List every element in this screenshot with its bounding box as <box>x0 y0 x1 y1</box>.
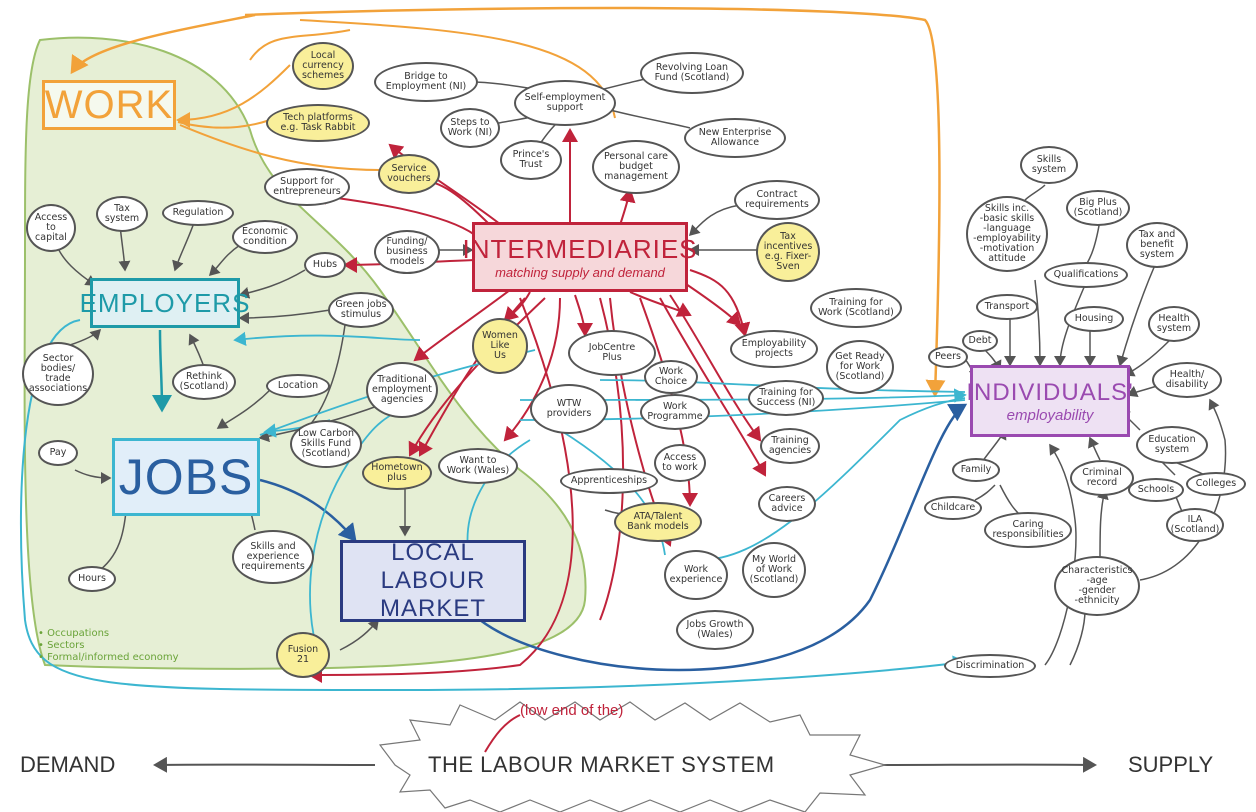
node-education-system: Education system <box>1136 426 1208 464</box>
node-health-system: Health system <box>1148 306 1200 342</box>
legend-occupations: • Occupations <box>38 628 110 639</box>
supply-label: SUPPLY <box>1128 752 1214 777</box>
individuals-box: INDIVIDUALS' employability <box>966 365 1133 437</box>
node-want-to-work: Want to Work (Wales) <box>438 448 518 484</box>
node-pay: Pay <box>38 440 78 466</box>
node-contract-requirements: Contract requirements <box>734 180 820 220</box>
node-personal-care: Personal care budget management <box>592 140 680 194</box>
node-training-agencies: Training agencies <box>760 428 820 464</box>
intermediaries-title: INTERMEDIARIES <box>462 234 698 264</box>
demand-label: DEMAND <box>20 752 116 777</box>
node-family: Family <box>952 458 1000 482</box>
node-traditional-agencies: Traditional employment agencies <box>366 362 438 418</box>
node-jobcentre: JobCentre Plus <box>568 330 656 376</box>
node-hometown-plus: Hometown plus <box>362 456 432 490</box>
node-criminal-record: Criminal record <box>1070 460 1134 496</box>
node-work-experience: Work experience <box>664 550 728 600</box>
node-apprenticeships: Apprenticeships <box>560 468 658 494</box>
node-caring: Caring responsibilities <box>984 512 1072 548</box>
node-low-carbon: Low Carbon Skills Fund (Scotland) <box>290 420 362 468</box>
node-skills-system: Skills system <box>1020 146 1078 184</box>
node-green-jobs: Green jobs stimulus <box>328 292 394 328</box>
node-steps-work: Steps to Work (NI) <box>440 108 500 148</box>
node-big-plus: Big Plus (Scotland) <box>1066 190 1130 226</box>
node-work-choice: Work Choice <box>644 360 698 394</box>
local-labour-market-box: LOCAL LABOUR MARKET <box>340 539 526 622</box>
individuals-subtitle: employability <box>1006 406 1094 424</box>
node-training-work-scotland: Training for Work (Scotland) <box>810 288 902 328</box>
node-bridge-employment: Bridge to Employment (NI) <box>374 62 478 102</box>
node-my-world: My World of Work (Scotland) <box>742 542 806 598</box>
employers-label: EMPLOYERS <box>79 287 251 318</box>
node-wtw-providers: WTW providers <box>530 384 608 434</box>
node-access-capital: Access to capital <box>26 204 76 252</box>
node-tax-incentives: Tax incentives e.g. Fixer- Sven <box>756 222 820 282</box>
node-revolving-loan: Revolving Loan Fund (Scotland) <box>640 52 744 94</box>
node-access-to-work: Access to work <box>654 444 706 482</box>
employers-box: EMPLOYERS <box>80 278 249 328</box>
node-housing: Housing <box>1064 306 1124 332</box>
node-peers: Peers <box>928 346 968 368</box>
node-skills-requirements: Skills and experience requirements <box>232 530 314 584</box>
node-funding-models: Funding/ business models <box>374 230 440 274</box>
node-fusion21: Fusion 21 <box>276 632 330 678</box>
node-service-vouchers: Service vouchers <box>378 154 440 194</box>
node-get-ready: Get Ready for Work (Scotland) <box>826 340 894 394</box>
node-location: Location <box>266 374 330 398</box>
node-hubs: Hubs <box>304 252 346 278</box>
node-tax-system: Tax system <box>96 196 148 232</box>
node-rethink: Rethink (Scotland) <box>172 364 236 400</box>
node-ila: ILA (Scotland) <box>1166 508 1224 542</box>
node-transport: Transport <box>976 294 1038 320</box>
node-schools: Schools <box>1128 478 1184 502</box>
low-end-label: (low end of the) <box>520 702 624 719</box>
node-new-enterprise: New Enterprise Allowance <box>684 118 786 158</box>
node-health-disability: Health/ disability <box>1152 362 1222 398</box>
jobs-label: JOBS <box>118 449 254 505</box>
node-self-employment: Self-employment support <box>514 80 616 126</box>
individuals-title: INDIVIDUALS' <box>966 378 1134 406</box>
local-labour-market-label: LOCAL LABOUR MARKET <box>379 539 486 622</box>
node-careers-advice: Careers advice <box>758 486 816 522</box>
node-economic-condition: Economic condition <box>232 220 298 254</box>
node-regulation: Regulation <box>162 200 234 226</box>
node-princes-trust: Prince's Trust <box>500 140 562 180</box>
system-starburst <box>378 701 888 812</box>
node-skills-inc: Skills inc. -basic skills -language -emp… <box>966 196 1048 272</box>
legend-sectors: • Sectors <box>38 640 85 651</box>
node-ata-talent: ATA/Talent Bank models <box>614 502 702 542</box>
node-work-programme: Work Programme <box>640 394 710 430</box>
node-hours: Hours <box>68 566 116 592</box>
node-discrimination: Discrimination <box>944 654 1036 678</box>
node-local-currency: Local currency schemes <box>292 42 354 90</box>
node-jobs-growth: Jobs Growth (Wales) <box>676 610 754 650</box>
system-label: THE LABOUR MARKET SYSTEM <box>428 752 775 777</box>
intermediaries-box: INTERMEDIARIES matching supply and deman… <box>462 222 697 292</box>
node-women-like-us: Women Like Us <box>472 318 528 374</box>
node-debt: Debt <box>962 330 998 352</box>
jobs-box: JOBS <box>112 438 260 516</box>
node-employability-projects: Employability projects <box>730 330 818 368</box>
node-childcare: Childcare <box>924 496 982 520</box>
work-box: WORK <box>42 80 176 130</box>
node-colleges: Colleges <box>1186 472 1246 496</box>
node-tech-platforms: Tech platforms e.g. Task Rabbit <box>266 104 370 142</box>
work-label: WORK <box>44 82 174 127</box>
node-sector-bodies: Sector bodies/ trade associations <box>22 342 94 406</box>
node-characteristics: Characteristics -age -gender -ethnicity <box>1054 556 1140 616</box>
node-qualifications: Qualifications <box>1044 262 1128 288</box>
node-support-entrepreneurs: Support for entrepreneurs <box>264 168 350 206</box>
node-tax-benefit: Tax and benefit system <box>1126 222 1188 268</box>
intermediaries-subtitle: matching supply and demand <box>495 265 665 280</box>
node-training-success: Training for Success (NI) <box>748 380 824 416</box>
legend-economy: • Formal/informed economy <box>38 652 179 663</box>
